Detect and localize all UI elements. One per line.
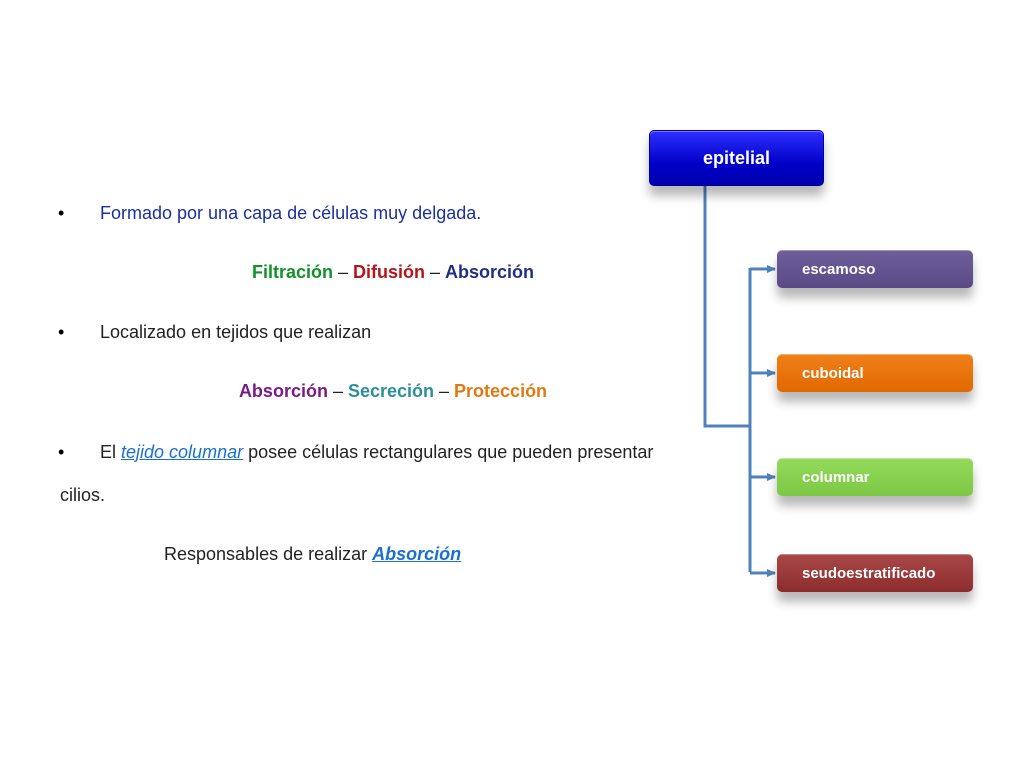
node-escamoso: escamoso bbox=[777, 250, 973, 288]
line-cilios: cilios. bbox=[60, 485, 106, 505]
link-tejido-columnar[interactable]: tejido columnar bbox=[121, 442, 244, 462]
text-post: posee células rectangulares que pueden p… bbox=[243, 442, 654, 462]
bullet-2: • bbox=[58, 322, 65, 342]
line-responsables: Responsables de realizar Absorción bbox=[164, 544, 461, 565]
node-epitelial: epitelial bbox=[649, 130, 824, 186]
separator: – bbox=[332, 262, 353, 282]
term-absorcion: Absorción bbox=[238, 381, 328, 401]
bullet-1: • bbox=[58, 203, 65, 223]
link-absorcion[interactable]: Absorción bbox=[372, 544, 462, 564]
bullet-3: • bbox=[58, 442, 65, 462]
line-capa-celulas: Formado por una capa de células muy delg… bbox=[100, 203, 482, 223]
node-columnar: columnar bbox=[777, 458, 973, 496]
separator: – bbox=[434, 381, 455, 401]
list-absorcion: Absorción – Secreción – Protección bbox=[0, 381, 786, 402]
text-pre: El bbox=[100, 442, 122, 462]
line-tejido-columnar: El tejido columnar posee células rectang… bbox=[100, 442, 653, 463]
line-localizado: Localizado en tejidos que realizan bbox=[100, 322, 372, 342]
node-cuboidal: cuboidal bbox=[777, 354, 973, 392]
list-filtracion: Filtración – Difusión – Absorción bbox=[0, 262, 786, 283]
term-filtracion: Filtración bbox=[251, 262, 333, 282]
term-difusion: Difusión bbox=[353, 262, 425, 282]
term-proteccion: Protección bbox=[454, 381, 548, 401]
separator: – bbox=[327, 381, 348, 401]
term-absorcion: Absorción bbox=[445, 262, 535, 282]
separator: – bbox=[425, 262, 446, 282]
text-pre: Responsables de realizar bbox=[164, 544, 373, 564]
node-seudoestratificado: seudoestratificado bbox=[777, 554, 973, 592]
text-content: • Formado por una capa de células muy de… bbox=[58, 203, 653, 565]
term-secrecion: Secreción bbox=[347, 381, 435, 401]
